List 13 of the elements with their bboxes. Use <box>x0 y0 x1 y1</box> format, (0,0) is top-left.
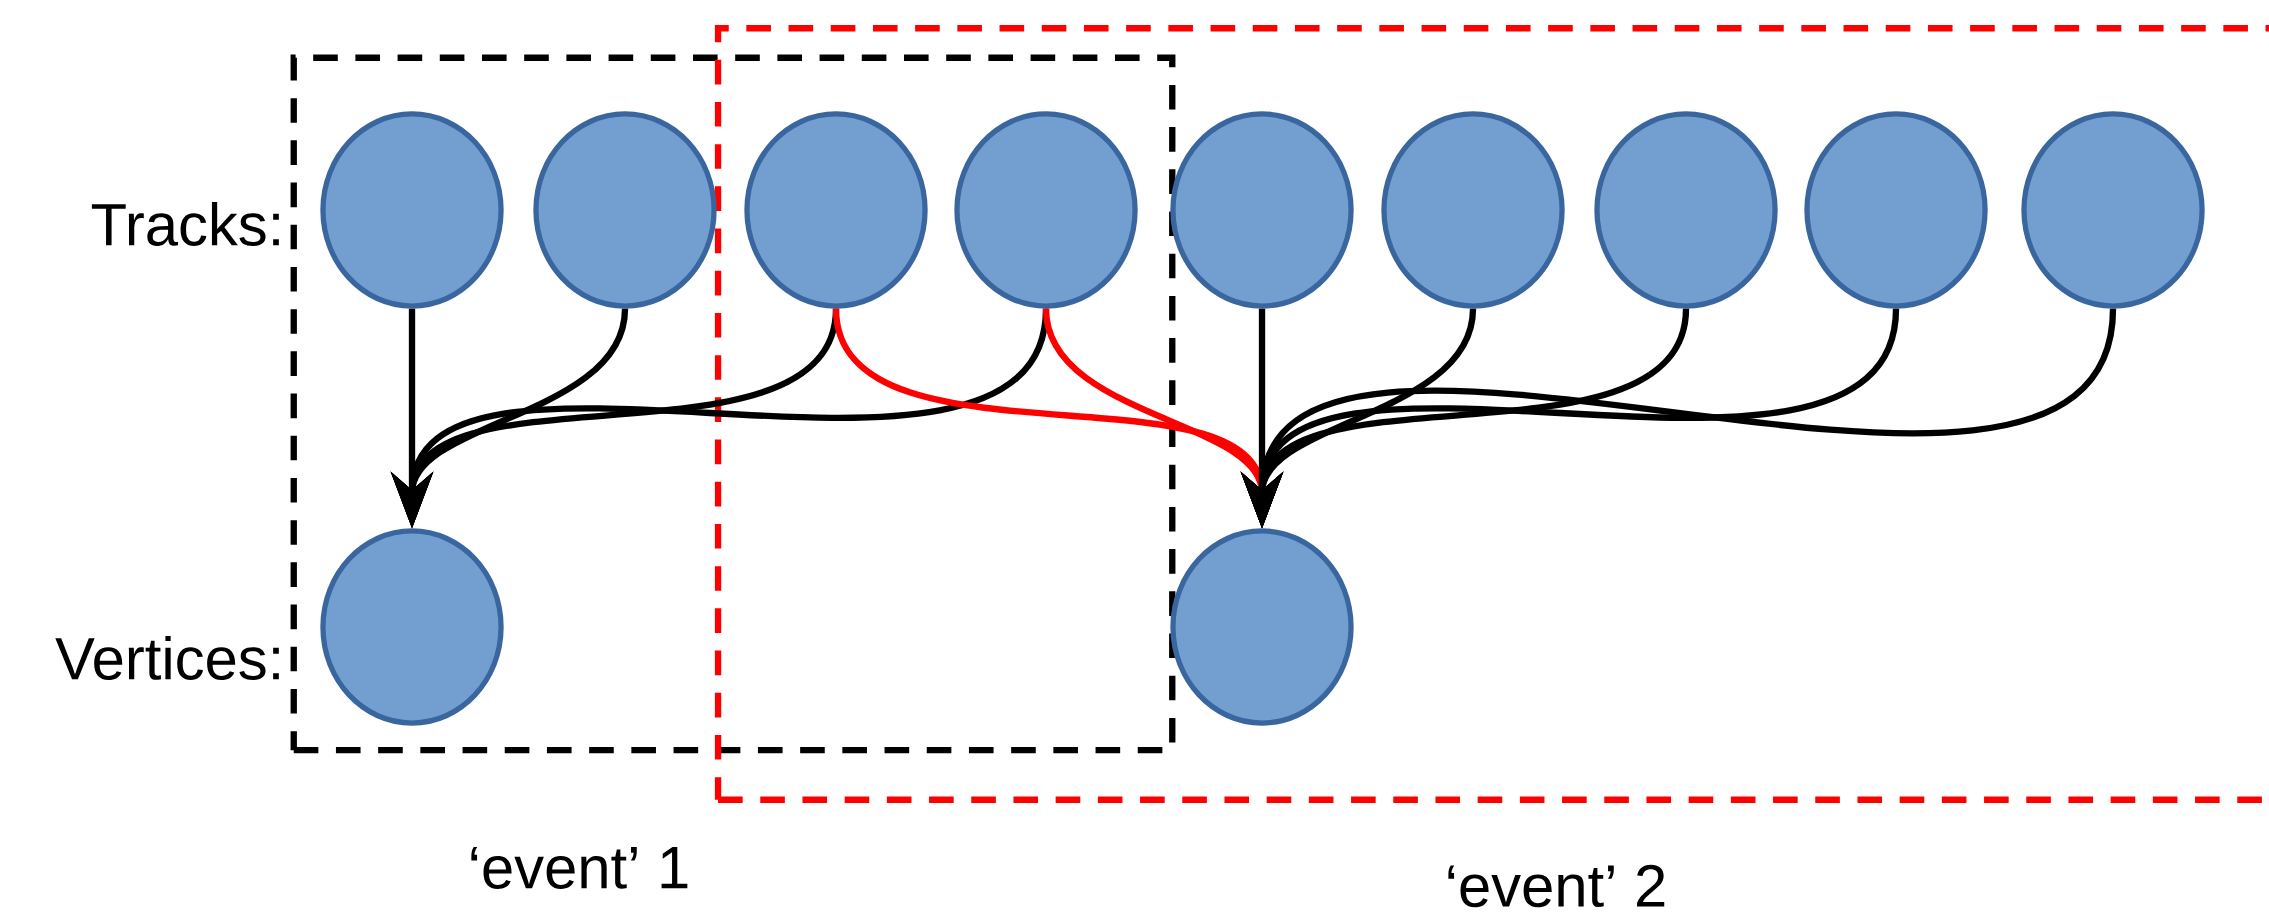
circle <box>533 111 717 309</box>
circle <box>744 111 928 309</box>
circle <box>1381 111 1565 309</box>
circle <box>1594 111 1778 309</box>
node-label: ‘event’ 1 <box>471 847 688 889</box>
circle <box>2021 111 2205 309</box>
circle <box>1804 111 1988 309</box>
circle <box>320 111 504 309</box>
circle <box>954 111 1138 309</box>
circle <box>1170 528 1354 726</box>
circle <box>1170 111 1354 309</box>
circle <box>320 528 504 726</box>
node-label: ‘event’ 2 <box>1448 864 1665 908</box>
